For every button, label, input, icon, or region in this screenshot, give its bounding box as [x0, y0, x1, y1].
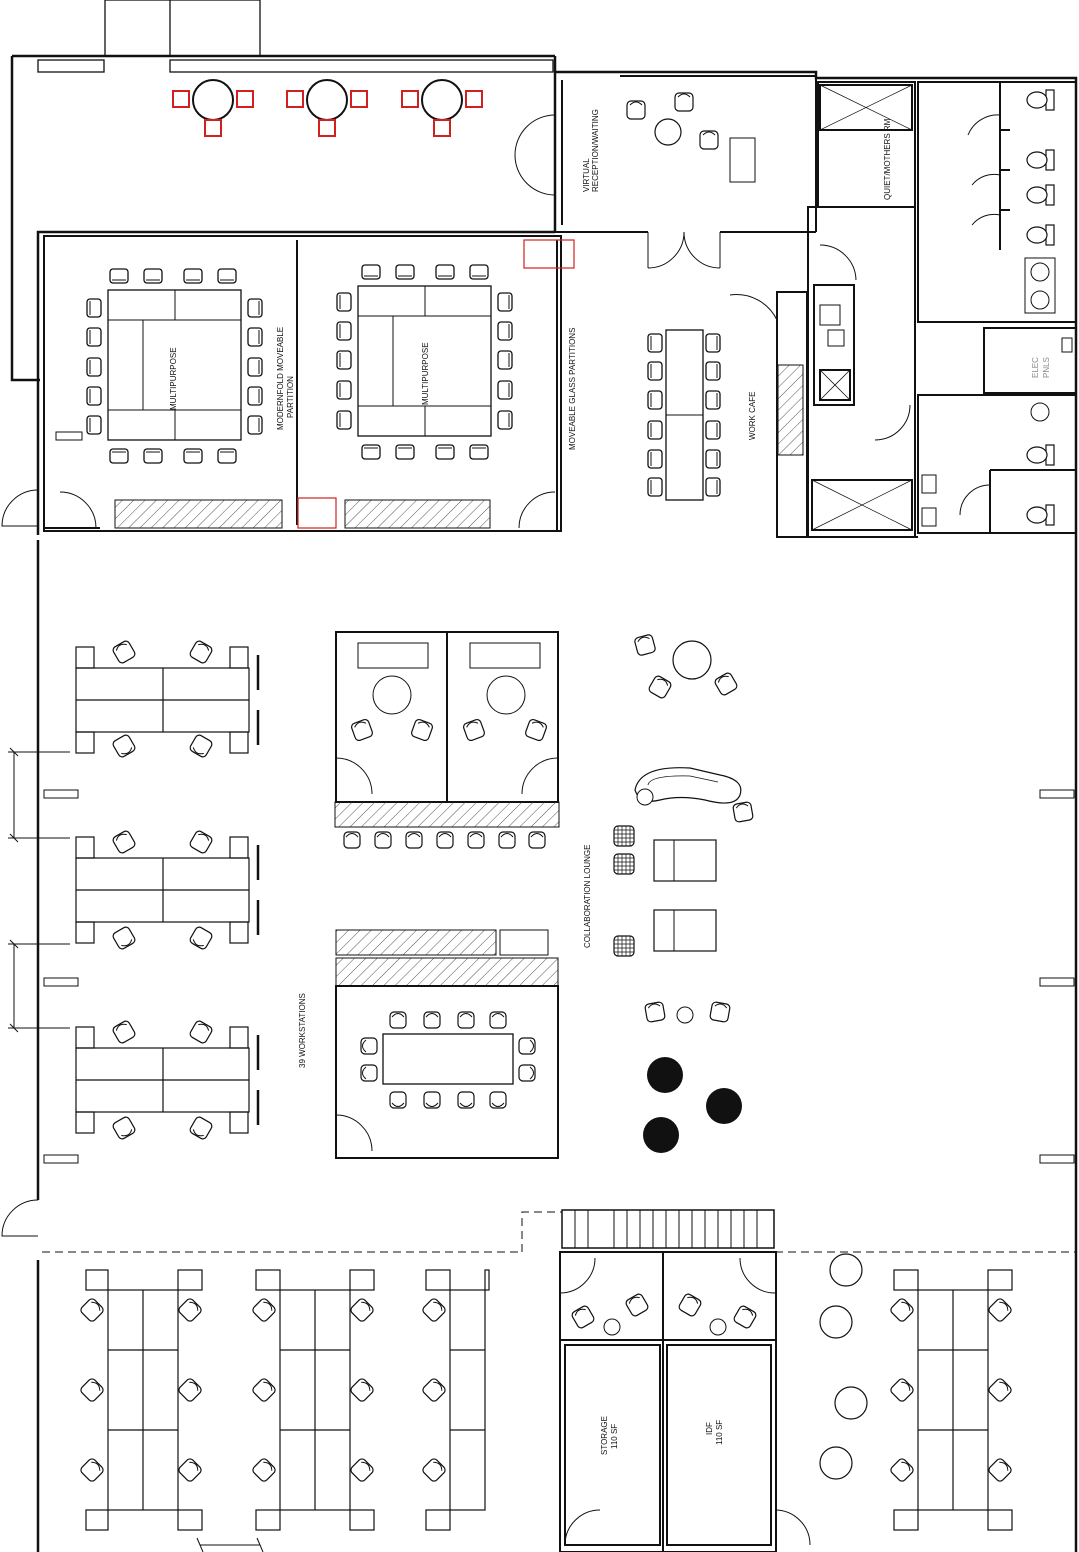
conference-room [335, 929, 559, 1159]
work-cafe-label: WORK CAFE [748, 392, 757, 440]
idf-label: IDF 110 SF [705, 1420, 724, 1445]
stair [42, 1209, 1076, 1253]
workstations-left: 39 WORKSTATIONS [8, 639, 307, 1141]
storage-idf: STORAGE 110 SF IDF 110 SF [559, 1251, 811, 1552]
patio-tables [172, 79, 483, 137]
scale-bar [196, 1537, 264, 1552]
south-round-tables [819, 1253, 868, 1480]
restroom-womens [917, 81, 1077, 323]
collab-lounge-label: COLLABORATION LOUNGE [583, 845, 592, 948]
multipurpose-rooms: MULTIPURPOSE MULTIPURPOSE MODERNFOLD MOV… [43, 235, 577, 532]
workstations-south [85, 1269, 1013, 1531]
storage-label: STORAGE 110 SF [600, 1414, 619, 1455]
workstations-label: 39 WORKSTATIONS [298, 993, 307, 1068]
modernfold-label: MODERNFOLD MOVEABLE PARTITION [276, 325, 295, 430]
entry-canopy [37, 0, 554, 73]
workstations-south-chairs [78, 1296, 1014, 1484]
multipurpose-2-label: MULTIPURPOSE [421, 342, 430, 405]
collaboration-lounge: COLLABORATION LOUNGE [583, 633, 755, 1153]
glass-partitions-label: MOVEABLE GLASS PARTITIONS [568, 328, 577, 450]
quiet-room-label: QUIET/MOTHERS RM [883, 118, 892, 200]
elec-label: ELEC PNLS [1031, 355, 1051, 378]
reception-label: VIRTUAL RECEPTION/WAITING [582, 109, 600, 192]
service-core [807, 206, 916, 538]
elec-room: ELEC PNLS [983, 327, 1077, 394]
multipurpose-1-label: MULTIPURPOSE [169, 347, 178, 410]
quiet-room: QUIET/MOTHERS RM [817, 81, 916, 208]
phone-rooms [334, 631, 560, 849]
restroom-mens [917, 394, 1077, 534]
side-doors [1, 489, 39, 1237]
window-mullions [43, 431, 1075, 1164]
work-cafe: WORK CAFE [647, 291, 918, 538]
